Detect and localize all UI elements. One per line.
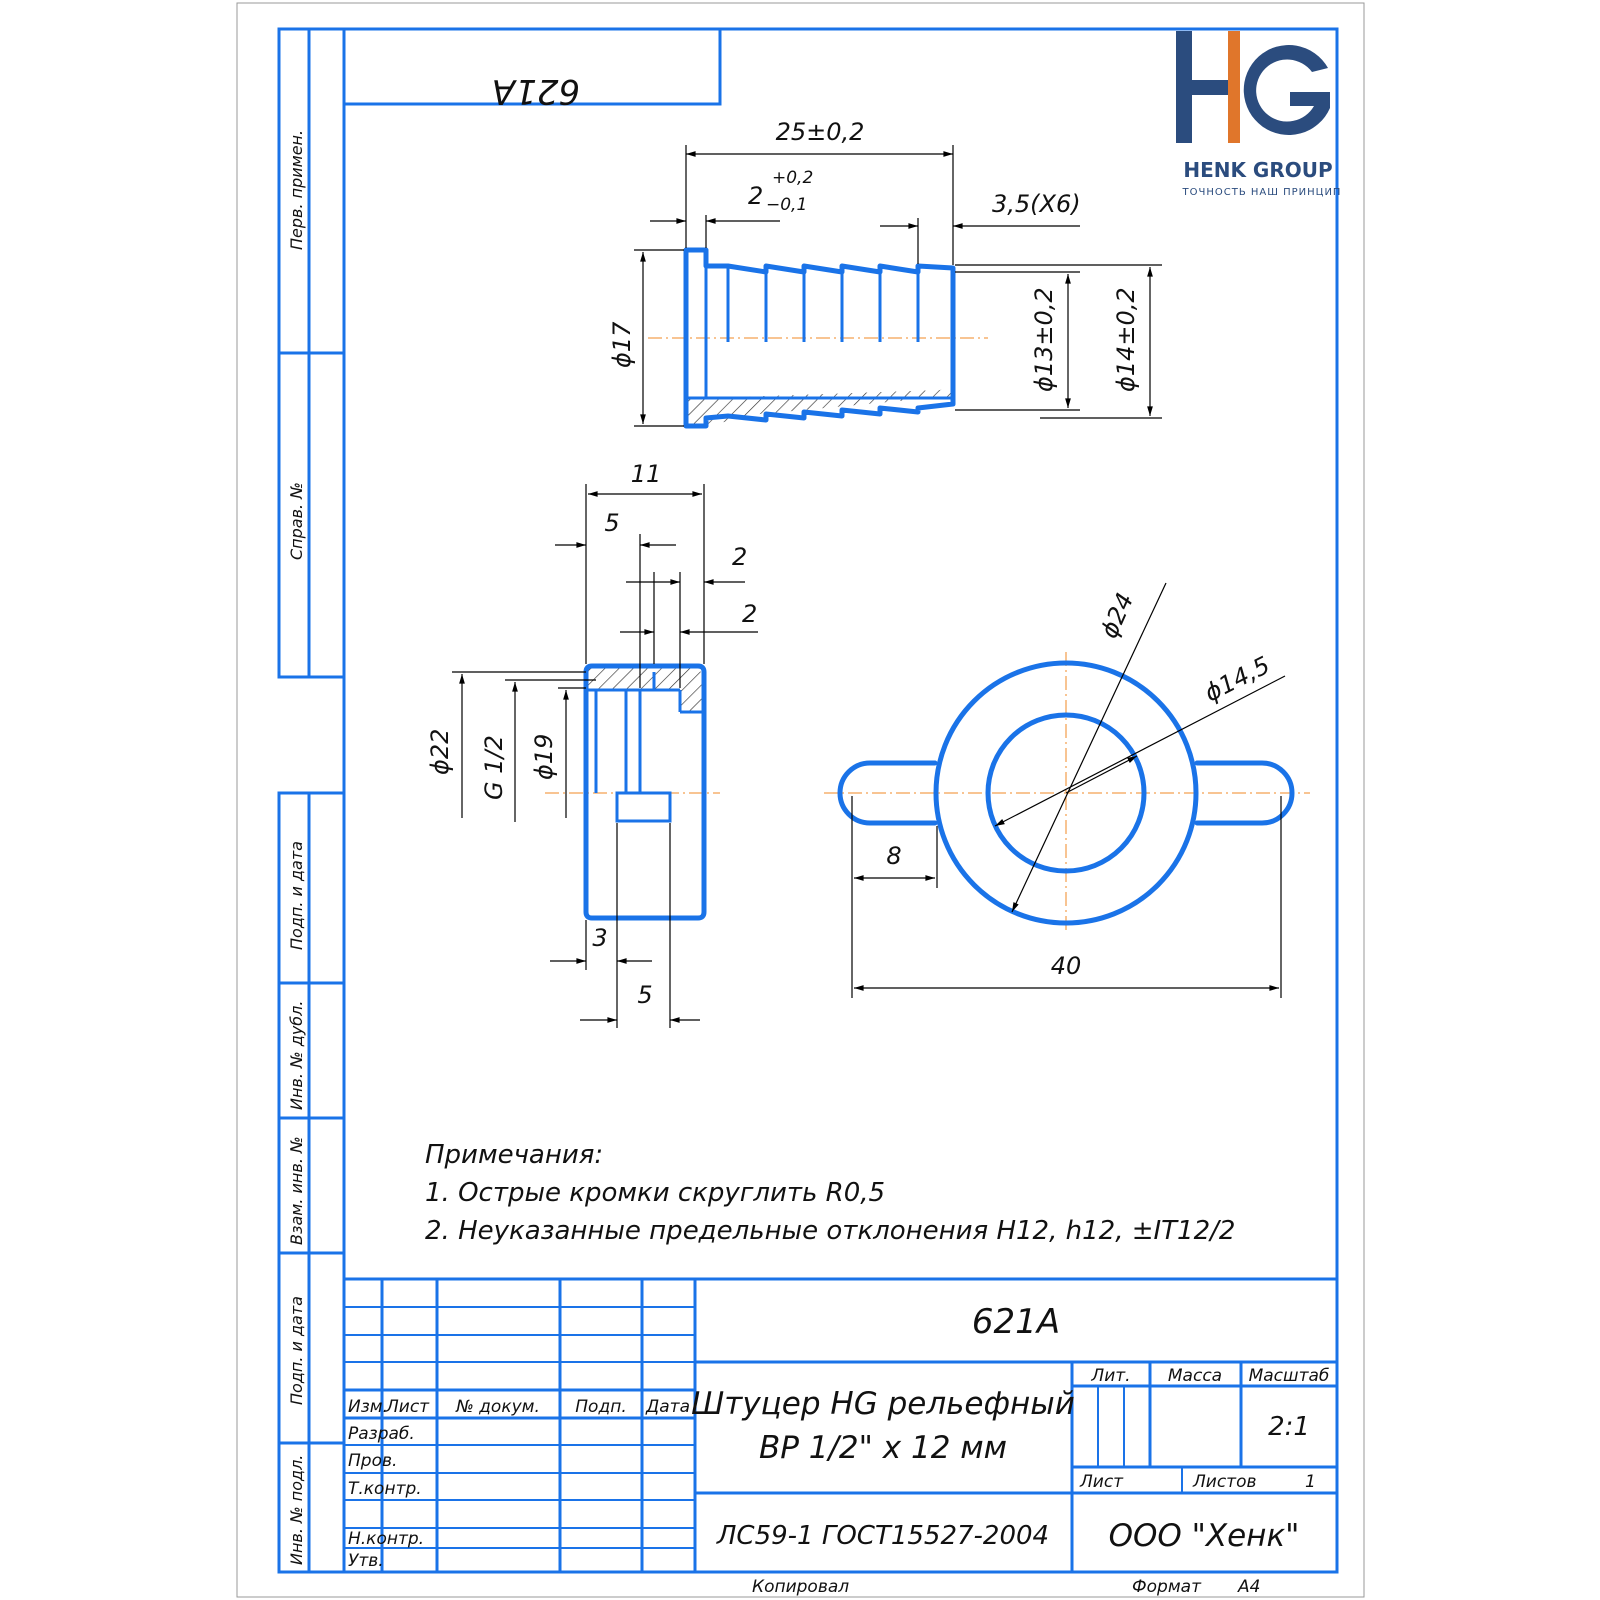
logo-g <box>1243 45 1330 136</box>
tb-name-line2: ВР 1/2" х 12 мм <box>759 1430 1007 1466</box>
fitting-section-hatch <box>686 384 953 426</box>
dim-nut-5b: 5 <box>637 981 652 1009</box>
dim-flange-w: 2 <box>748 182 763 210</box>
notes-line2: 2. Неуказанные предельные отклонения H12… <box>425 1216 1235 1246</box>
wing-inner-hole <box>985 712 1147 874</box>
notes: Примечания: 1. Острые кромки скруглить R… <box>425 1140 1235 1246</box>
tb-utv: Утв. <box>348 1551 384 1571</box>
wing-right <box>1194 760 1295 826</box>
dim-rib-pitch: 3,5(Х6) <box>992 190 1081 218</box>
tb-listov-value: 1 <box>1305 1472 1316 1492</box>
nut-bore-step <box>615 791 672 823</box>
logo-company: HENK GROUP <box>1183 158 1332 182</box>
dim-nut-2a: 2 <box>732 543 747 571</box>
dim-wing-8: 8 <box>886 842 901 870</box>
dim-wing-d24: ϕ24 <box>1095 589 1139 643</box>
nut-section-view: 11 5 2 2 ϕ22 G 1/2 ϕ19 3 5 <box>426 460 758 1028</box>
side-label-perv-primen: Перв. примен. <box>287 130 306 250</box>
sheet-border <box>236 2 1365 1598</box>
footer-format-label: Формат <box>1132 1577 1202 1597</box>
tb-prov: Пров. <box>348 1451 397 1471</box>
dim-nut-g12: G 1/2 <box>480 735 508 800</box>
dim-nut-3: 3 <box>592 924 607 952</box>
footer-format-value: А4 <box>1237 1577 1260 1597</box>
dim-flange-tol-up: +0,2 <box>772 168 813 188</box>
nut-outline <box>583 663 707 921</box>
tb-col-list: Лист <box>385 1397 430 1417</box>
tb-col-data: Дата <box>645 1397 690 1417</box>
footer-kopiroval: Копировал <box>752 1577 849 1597</box>
tb-lit: Лит. <box>1090 1366 1130 1386</box>
fitting-side-view: 25±0,2 2 +0,2 −0,1 3,5(Х6) ϕ17 ϕ13±0,2 ϕ… <box>608 118 1162 429</box>
dim-wing-d145: ϕ14,5 <box>1200 651 1274 707</box>
code-rotated: 621A <box>492 71 580 111</box>
dim-nut-11: 11 <box>631 460 662 488</box>
dim-wing-40: 40 <box>1051 952 1082 980</box>
tb-col-izm: Изм. <box>348 1397 388 1417</box>
notes-line1: 1. Острые кромки скруглить R0,5 <box>425 1178 885 1208</box>
tb-razrab: Разраб. <box>348 1424 415 1444</box>
wing-left <box>837 760 938 826</box>
dim-d17: ϕ17 <box>608 321 636 368</box>
side-label-podp-data-1: Подп. и дата <box>287 841 306 950</box>
dim-nut-5: 5 <box>604 509 619 537</box>
dim-d14: ϕ14±0,2 <box>1112 287 1140 392</box>
wing-nut-top-view: ϕ24 ϕ14,5 8 40 <box>824 582 1310 998</box>
tb-nkontr: Н.контр. <box>348 1529 424 1549</box>
tb-listov: Листов <box>1192 1472 1257 1492</box>
tb-massa: Масса <box>1168 1366 1222 1386</box>
tb-col-podp: Подп. <box>575 1397 626 1417</box>
dim-len-total: 25±0,2 <box>776 118 865 146</box>
logo-h-right <box>1228 31 1240 143</box>
tb-company: ООО "Хенк" <box>1109 1518 1300 1554</box>
tb-list: Лист <box>1079 1472 1124 1492</box>
dim-d13: ϕ13±0,2 <box>1030 287 1058 392</box>
dim-nut-d22: ϕ22 <box>426 729 454 775</box>
side-label-sprav-no: Справ. № <box>287 482 306 560</box>
tb-material: ЛС59-1 ГОСТ15527-2004 <box>716 1521 1049 1551</box>
dim-flange-tol-dn: −0,1 <box>766 195 807 215</box>
company-logo: HENK GROUP ТОЧНОСТЬ НАШ ПРИНЦИП <box>1176 31 1342 198</box>
side-label-inv-dubl: Инв. № дубл. <box>287 1001 306 1110</box>
tb-tkontr: Т.контр. <box>348 1479 422 1499</box>
side-label-podp-data-2: Подп. и дата <box>287 1296 306 1405</box>
logo-h-bar <box>1176 80 1230 95</box>
title-block: Изм. Лист № докум. Подп. Дата Разраб. Пр… <box>344 1277 1337 1572</box>
tb-col-dokum: № докум. <box>455 1397 540 1417</box>
side-strip <box>277 27 346 1574</box>
side-label-vzam-inv: Взам. инв. № <box>287 1136 306 1245</box>
dim-nut-2b: 2 <box>742 600 757 628</box>
tb-scale: 2:1 <box>1268 1412 1310 1442</box>
notes-title: Примечания: <box>425 1140 603 1170</box>
tb-code: 621A <box>972 1302 1060 1342</box>
tb-name-line1: Штуцер HG рельефный <box>691 1386 1075 1422</box>
tb-masshtab: Масштаб <box>1249 1366 1330 1386</box>
wing-outer-ring <box>933 660 1199 926</box>
logo-slogan: ТОЧНОСТЬ НАШ ПРИНЦИП <box>1182 187 1342 198</box>
side-label-inv-podl: Инв. № подл. <box>287 1455 306 1565</box>
code-box-top <box>342 27 722 106</box>
dim-nut-d19: ϕ19 <box>530 734 558 780</box>
